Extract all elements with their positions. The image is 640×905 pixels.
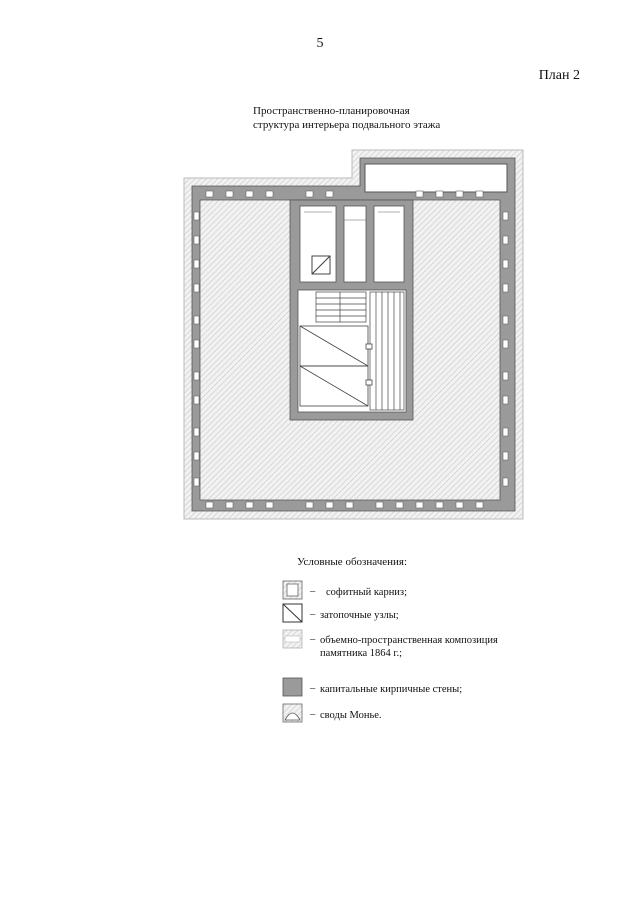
legend-dash-5: –	[310, 709, 316, 720]
stair-flight-right	[369, 291, 405, 411]
volumetric-composition-icon	[282, 629, 303, 649]
page-number: 5	[316, 36, 324, 51]
core-shaft-right	[373, 205, 405, 283]
legend-dash-1: –	[310, 586, 316, 597]
monier-vault-icon	[282, 703, 303, 723]
legend-dash-4: –	[310, 683, 316, 694]
legend-label-filling-unit: затопочные узлы;	[320, 610, 399, 621]
soffit-cornice-icon	[282, 580, 303, 600]
plan-label: План 2	[538, 68, 580, 83]
plan-title-line-1: Пространственно-планировочная	[253, 105, 410, 117]
core-shaft-middle	[343, 205, 367, 283]
upper-room	[364, 163, 508, 193]
legend-label-soffit-cornice: софитный карниз;	[326, 587, 407, 598]
legend-label-monier-vault: своды Монье.	[320, 710, 382, 721]
legend-label-brick-wall: капитальные кирпичные стены;	[320, 684, 463, 695]
legend-dash-3: –	[310, 634, 316, 645]
plan-title: Пространственно-планировочная структура …	[253, 104, 513, 132]
filling-unit-icon	[282, 603, 303, 623]
brick-wall-icon	[282, 677, 303, 697]
stair-landings	[299, 325, 373, 407]
legend-title: Условные обозначения:	[297, 556, 408, 568]
legend-label-volumetric-composition: объемно-пространственная композиция памя…	[320, 635, 498, 659]
soffit-cornice-markers	[193, 190, 509, 509]
plan-title-line-2: структура интерьера подвального этажа	[253, 119, 441, 131]
legend-dash-2: –	[310, 609, 316, 620]
filling-unit	[311, 255, 331, 275]
stair-flight-left	[315, 291, 367, 323]
